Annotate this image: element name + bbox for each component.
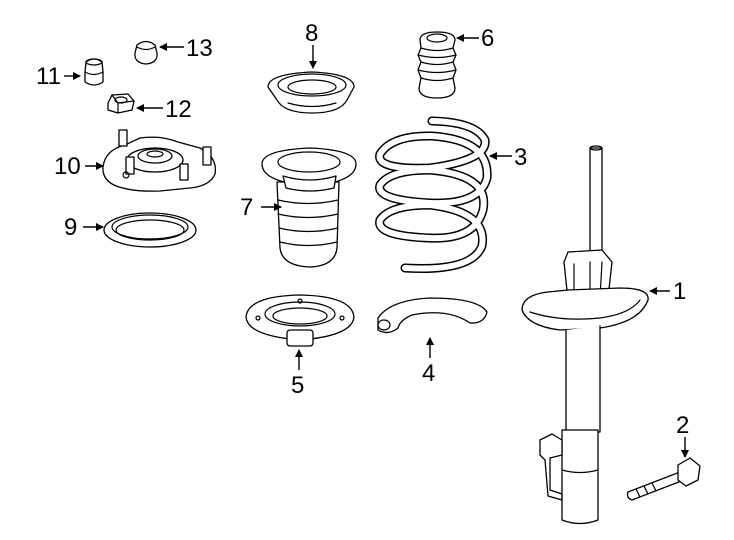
callout-7: 7: [240, 194, 253, 221]
part-9-bearing: [103, 212, 197, 248]
callout-4: 4: [422, 360, 435, 387]
part-1-strut: [521, 145, 649, 525]
part-6-bump-stop: [417, 31, 457, 99]
part-13-cap: [134, 40, 158, 65]
callout-12: 12: [165, 96, 192, 123]
part-12-hex-nut: [107, 93, 135, 114]
callout-6: 6: [481, 25, 494, 52]
callout-3: 3: [514, 144, 527, 171]
part-5-lower-seat: [245, 294, 355, 347]
part-11-cap-nut: [84, 58, 104, 86]
part-2-bolt: [626, 457, 701, 501]
part-4-spring-insulator: [377, 297, 488, 334]
leader-lines: [64, 34, 689, 458]
callout-1: 1: [673, 278, 686, 305]
callout-10: 10: [54, 153, 81, 180]
callout-11: 11: [36, 63, 61, 90]
callout-13: 13: [186, 35, 213, 62]
part-8-upper-seat: [267, 71, 355, 114]
part-3-coil-spring: [375, 116, 492, 273]
callout-5: 5: [291, 372, 304, 399]
part-10-strut-mount: [102, 129, 217, 192]
callout-9: 9: [64, 214, 77, 241]
callout-2: 2: [676, 412, 689, 439]
callout-8: 8: [305, 20, 318, 47]
part-7-dust-boot: [261, 147, 357, 268]
